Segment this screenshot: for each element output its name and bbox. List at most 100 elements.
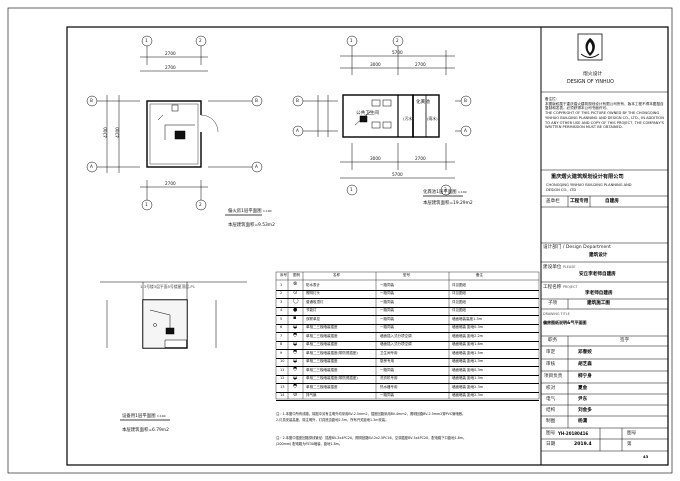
- notes-title: 备注栏:: [545, 97, 557, 101]
- legend-cell-remark: 墙面暗装 距地1.8m: [452, 342, 484, 346]
- plan1-title: 偏火房1层平面图 1:100: [228, 209, 272, 214]
- axis-label: 1: [145, 202, 148, 207]
- legend-symbol-icon: ◓: [293, 366, 298, 372]
- legend-row: 14 排气扇 一路同装 墙面暗装 距地2.3m ⊘: [276, 391, 539, 401]
- legend-cell-model: 墙面插入式分项空调: [380, 333, 412, 338]
- legend-symbol-icon: ⊙: [293, 289, 298, 296]
- legend-cell-no: 2: [280, 291, 283, 295]
- legend-cell-remark: 详见图纸: [452, 282, 466, 287]
- room-label-rain: (雨水): [427, 116, 438, 121]
- staff-header-role: 职务: [548, 338, 558, 343]
- dim-label: 5700: [392, 50, 403, 55]
- room-label-sewage: (污水): [403, 116, 414, 121]
- dim-label: 3000: [370, 156, 381, 161]
- client-label: 建设单位 PLEASE: [543, 265, 576, 270]
- legend-header: 序号 图例 名称 型号 备注: [278, 273, 538, 283]
- axis-label: B: [296, 98, 299, 103]
- copyright-notes: 备注栏: 本图版权属于重庆熠火建筑规划设计有限公司所有，版本工程不得本图擅自复制…: [545, 97, 667, 130]
- room-label-septic: 化粪池: [416, 100, 430, 105]
- axis-label: B: [90, 98, 93, 103]
- legend-cell-model: 一路同装: [380, 367, 394, 372]
- legend-cell-no: 12: [280, 376, 285, 380]
- legend-cell-model: 墙面插入式分项空调: [380, 342, 412, 346]
- legend-cell-remark: 详见图纸: [452, 291, 466, 295]
- legend-cell-model: 一路同装: [380, 291, 394, 295]
- axis-label: A: [255, 164, 258, 169]
- notes-cn: 本图版权属于重庆熠火建筑规划设计有限公司所有，版本工程不得本图擅自复制和发表。必…: [545, 101, 664, 111]
- legend-cell-no: 7: [280, 333, 283, 338]
- seal-value-1: 工程专用: [570, 199, 589, 204]
- legend-cell-name: 单相二三极暗装插座: [306, 367, 338, 372]
- legend-cell-model: 一路同装: [380, 393, 394, 397]
- legend-cell-name: 单相二三极暗装插座: [306, 342, 338, 346]
- company-name-en: DESIGN OF YINHUO: [567, 80, 614, 85]
- legend-symbol-icon: ◒: [293, 323, 298, 330]
- axis-label: B: [255, 98, 258, 103]
- legend-cell-no: 8: [280, 342, 283, 346]
- legend-cell-remark: 墙面暗装 距地2.3m: [452, 393, 484, 397]
- staff-name: 杨潇: [578, 419, 588, 424]
- legend-cell-name: 单相二三极暗装插座(带防溅插座): [306, 376, 358, 380]
- legend-note-2: 2.灯具安装高度，除注明外，灯具底边距地2.5m，所有开关距地1.3m安装。: [276, 418, 389, 422]
- legend-symbol-icon: ⊗: [293, 281, 298, 287]
- legend-symbol-icon: ▪: [293, 315, 297, 321]
- staff-name: 胡芝森: [578, 362, 592, 367]
- dim-label: 5700: [392, 172, 403, 177]
- legend-cell-name: 单相二三极暗装插座: [306, 384, 338, 389]
- legend-cell-no: 14: [280, 393, 285, 397]
- legend-cell-name: 普通吸顶灯: [306, 299, 324, 304]
- staff-role: 结构: [546, 408, 556, 413]
- seal-value-2: 自建房: [605, 199, 619, 204]
- drawing-no: YH-20180416: [558, 431, 589, 436]
- legend-cell-model: 卫生间专用: [380, 350, 398, 355]
- legend-cell-no: 6: [280, 325, 283, 329]
- axis-label: A: [296, 128, 299, 133]
- staff-role: 审定: [546, 350, 556, 355]
- staff-name: 夏金: [578, 386, 588, 391]
- legend-cell-no: 13: [280, 384, 285, 389]
- legend-table-grid: [275, 271, 540, 400]
- plan1-area: 本层建筑面积=9.53m2: [228, 223, 275, 228]
- dim-label: 2700: [415, 156, 426, 161]
- dim-label: 2700: [415, 62, 426, 67]
- legend-header-remark: 备注: [476, 273, 483, 277]
- legend-cell-name: 排气扇: [306, 393, 317, 397]
- legend-row: 8 单相二三极暗装插座 墙面插入式分项空调 墙面暗装 距地1.8m ◒: [276, 340, 539, 350]
- legend-cell-name: 单相二三极暗装插座: [306, 359, 338, 363]
- legend-cell-remark: 详见图纸: [452, 308, 466, 312]
- axis-label: 1: [350, 38, 353, 43]
- legend-symbol-icon: ◓: [293, 332, 298, 338]
- project-value: 李老师自建房: [585, 291, 613, 296]
- plan3-axis-label: 1-3号楼3层平面5号楼屋顶层-P1: [140, 284, 196, 289]
- legend-cell-no: 11: [280, 367, 285, 372]
- legend-cell-name: 单相二三极暗装插座: [306, 333, 338, 338]
- legend-cell-no: 1: [280, 282, 283, 287]
- legend-symbol-icon: ◒: [293, 357, 298, 364]
- axis-label: 2: [396, 38, 399, 43]
- legend-header-model: 型号: [403, 273, 410, 277]
- staff-role: 电气: [546, 397, 556, 402]
- dim-label: 2700: [165, 65, 176, 70]
- drawing-no-label: 图号: [546, 431, 556, 436]
- legend-cell-model: 一路同装: [380, 316, 394, 321]
- legend-cell-remark: 详见图纸: [452, 299, 466, 304]
- legend-symbol-icon: ⊘: [293, 391, 298, 398]
- legend-symbol-icon: ◓: [293, 383, 298, 389]
- legend-cell-no: 3: [280, 299, 283, 304]
- legend-cell-remark: 墙面暗装 距地2.3m: [452, 384, 484, 389]
- legend-cell-model: 厨房专用: [380, 359, 394, 363]
- page-number: 43: [643, 454, 649, 459]
- project-label: 工程名称 PROJECT: [543, 285, 578, 290]
- legend-symbol-icon: ◒: [293, 340, 298, 347]
- plan2-title: 化粪池1层平面图 1:100: [423, 190, 467, 195]
